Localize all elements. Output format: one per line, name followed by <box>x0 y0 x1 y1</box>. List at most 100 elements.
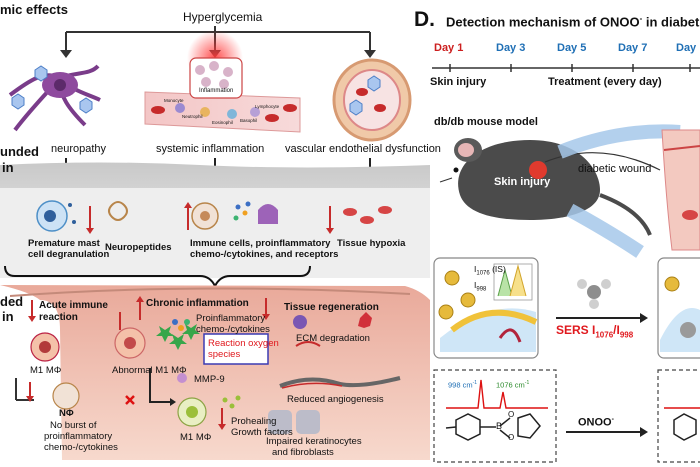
inflammation-vessel <box>144 30 301 133</box>
sers-arrow <box>556 279 648 323</box>
no-burst-3: chemo-/cytokines <box>44 442 118 453</box>
i998-sub: 998 <box>476 286 487 293</box>
is-label: (IS) <box>489 264 506 274</box>
hyperglycemia-label: Hyperglycemia <box>183 10 263 24</box>
diabetic-wound-label: diabetic wound <box>578 163 652 175</box>
peak2-sup: -1 <box>524 380 530 386</box>
tissue-hypoxia-label: Tissue hypoxia <box>337 238 406 249</box>
i1076: I <box>474 264 477 274</box>
premature-mast-2: cell degranulation <box>28 249 110 260</box>
day-5: Day 5 <box>557 42 587 54</box>
cell-lymphocyte: Lymphocyte <box>255 104 280 109</box>
ros-label-2: species <box>208 349 241 360</box>
nphi-label: NΦ <box>59 408 74 419</box>
wound-icons <box>15 296 401 434</box>
acute-immune-1: Acute immune <box>39 300 108 311</box>
day-3: Day 3 <box>496 42 526 54</box>
immune-cells-1: Immune cells, proinflammatory <box>190 238 331 249</box>
timeline <box>432 64 700 72</box>
day-7: Day 7 <box>618 42 648 54</box>
title-part-3: in diabetic <box>645 14 700 30</box>
arrow-vascular <box>364 50 376 58</box>
tissue-regen-label: Tissue regeneration <box>284 302 379 313</box>
sers-ratio-label: SERS I1076/I998 <box>556 323 633 339</box>
vascular-dysfunction-label: vascular endothelial dysfunction <box>285 143 441 155</box>
side-label-bottom-2: in <box>2 309 14 324</box>
day-last: Day <box>676 42 697 54</box>
cell-monocyte: Monocyte <box>164 98 184 103</box>
premature-mast-1: Premature mast <box>28 238 100 249</box>
skin-injury-timeline: Skin injury <box>430 76 487 88</box>
oxygen-bottom: O <box>508 433 515 442</box>
arrow-neuropathy <box>60 50 72 58</box>
chronic-inflammation-label: Chronic inflammation <box>146 298 249 309</box>
ros-box <box>203 333 269 365</box>
ecm-label: ECM degradation <box>296 333 370 344</box>
cell-basophil: Basophil <box>240 118 258 123</box>
i1076-sub: 1076 <box>476 270 490 277</box>
spectrum-box <box>433 369 557 463</box>
side-label-top-2: in <box>2 160 14 175</box>
mmp9-label: MMP-9 <box>194 374 225 385</box>
sers-left-box <box>433 257 539 359</box>
vascular-vessel <box>332 58 412 142</box>
keratinocytes-1: Impaired keratinocytes <box>266 436 362 447</box>
cell-eosinophil: Eosinophil <box>212 120 233 125</box>
onoo-arrow <box>566 427 648 437</box>
day-1: Day 1 <box>434 42 464 54</box>
immune-cells-2: chemo-/cytokines, and receptors <box>190 249 339 260</box>
skin-icons <box>36 200 392 234</box>
ratio-sub2: 998 <box>619 330 634 340</box>
neuron-illustration <box>8 64 101 132</box>
sers-i998-label: I998 <box>474 280 486 293</box>
no-burst-2: proinflammatory <box>44 431 113 442</box>
mouse-model-label: db/db mouse model <box>434 116 538 128</box>
ratio-prefix: SERS I <box>556 323 596 337</box>
side-label-bottom-1: ded <box>0 294 24 309</box>
inflammation-inset-title: Inflammation <box>199 88 234 94</box>
onoo-text: ONOO <box>578 416 612 429</box>
cell-neutrophil: Neutrophil <box>182 114 203 119</box>
spectrum-box-right <box>657 369 700 463</box>
peak2: 1076 cm <box>496 380 525 390</box>
panel-header-partial: mic effects <box>0 2 68 17</box>
m1-bottom-label: M1 MΦ <box>180 432 212 443</box>
sers-right-box <box>657 257 700 359</box>
boron-label: B <box>496 421 503 431</box>
panel-letter: D. <box>414 8 435 31</box>
neuropeptides-label: Neuropeptides <box>105 242 172 253</box>
no-burst-1: No burst of <box>50 420 97 431</box>
skin-injury-mouse: Skin injury <box>494 176 551 188</box>
angiogenesis-label: Reduced angiogenesis <box>287 394 384 405</box>
proinflammatory-2: chemo-/cytokines <box>196 324 270 335</box>
mouse-illustration <box>439 124 681 258</box>
prohealing-1: Prohealing <box>231 416 277 427</box>
peak1: 998 cm <box>448 380 473 390</box>
right-panel-title: Detection mechanism of ONOO- in diabetic <box>446 14 700 29</box>
side-label-top-1: unded <box>0 144 39 159</box>
treatment-label: Treatment (every day) <box>548 76 662 88</box>
acute-immune-2: reaction <box>39 312 78 323</box>
m1-left-label: M1 MΦ <box>30 365 62 376</box>
ratio-mid: /I <box>613 323 620 337</box>
title-sup: - <box>639 14 643 23</box>
wound-bed <box>0 285 430 460</box>
abnormal-m1-label: Abnormal M1 MΦ <box>112 365 187 376</box>
peak-998: 998 cm-1 <box>448 380 477 390</box>
prohealing-2: Growth factors <box>231 427 293 438</box>
wound-tissue <box>661 129 700 251</box>
onoo-label: ONOO- <box>578 416 614 429</box>
keratinocytes-2: and fibroblasts <box>272 447 334 458</box>
peak1-sup: -1 <box>472 380 478 386</box>
oxygen-top: O <box>508 410 515 419</box>
systemic-inflammation-label: systemic inflammation <box>156 143 265 155</box>
sers-i1076-label: I1076 (IS) <box>474 264 506 277</box>
title-part-1: Detection mechanism of ONOO <box>446 14 640 30</box>
ratio-sub1: 1076 <box>595 330 614 340</box>
ros-label-1: Reaction oxygen <box>208 338 279 349</box>
i998: I <box>474 280 477 290</box>
proinflammatory-1: Proinflammatory <box>196 313 266 324</box>
skin-layer <box>0 162 430 278</box>
onoo-sup: - <box>611 416 614 423</box>
